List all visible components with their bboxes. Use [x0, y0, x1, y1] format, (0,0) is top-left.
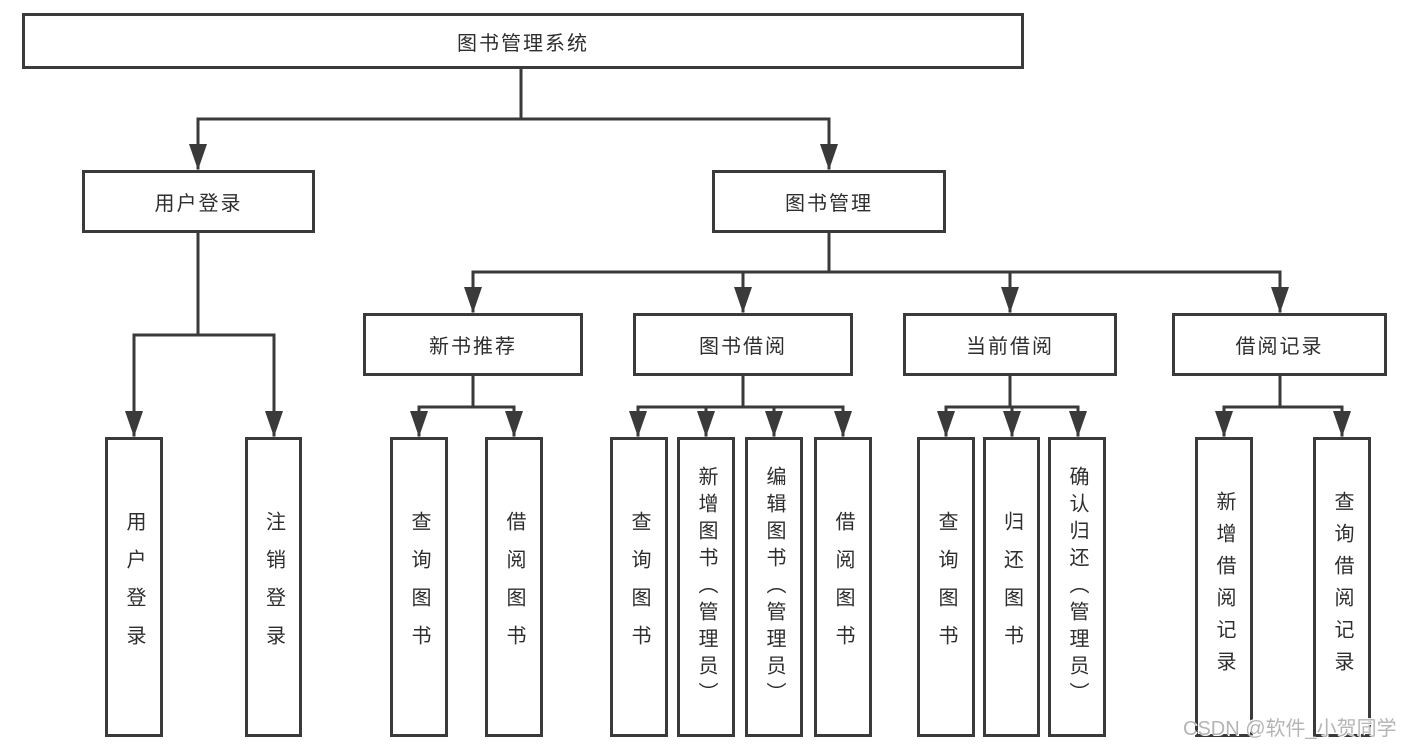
node-leaf-query-books-2: 查询图书	[610, 437, 668, 737]
node-leaf-edit-book-admin: 编辑图书（管理员）	[745, 437, 803, 737]
node-user-login: 用户登录	[82, 170, 315, 233]
arrowheads	[125, 144, 1351, 437]
node-book-borrowing: 图书借阅	[633, 313, 853, 376]
node-leaf-borrow-books-1: 借阅图书	[485, 437, 543, 737]
node-leaf-query-books-3: 查询图书	[917, 437, 975, 737]
node-leaf-return-book: 归还图书	[983, 437, 1040, 737]
node-book-management: 图书管理	[712, 170, 946, 233]
node-new-book-recommend: 新书推荐	[363, 313, 583, 376]
node-book-management-system: 图书管理系统	[22, 13, 1024, 69]
node-leaf-borrow-books-2: 借阅图书	[814, 437, 872, 737]
node-borrowing-records: 借阅记录	[1172, 313, 1387, 376]
node-leaf-logout: 注销登录	[245, 437, 302, 737]
node-leaf-query-borrow-record: 查询借阅记录	[1313, 437, 1371, 737]
node-current-borrowing: 当前借阅	[903, 313, 1117, 376]
node-leaf-user-login: 用户登录	[105, 437, 163, 737]
node-leaf-confirm-return-admin: 确认归还（管理员）	[1048, 437, 1106, 737]
csdn-watermark: CSDN @软件_小贺同学	[1183, 718, 1397, 740]
node-leaf-add-borrow-record: 新增借阅记录	[1195, 437, 1253, 737]
node-leaf-add-book-admin: 新增图书（管理员）	[677, 437, 735, 737]
node-leaf-query-books-1: 查询图书	[390, 437, 448, 737]
